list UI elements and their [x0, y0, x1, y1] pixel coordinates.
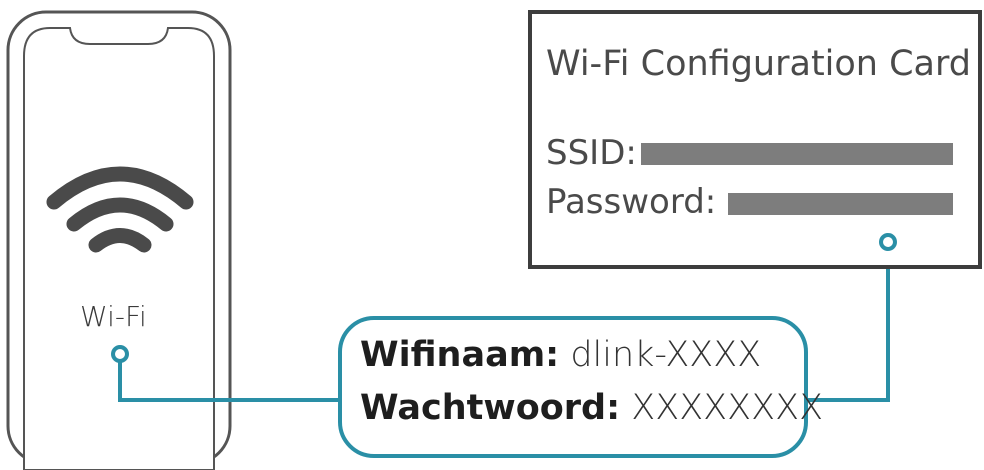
- wifi-name-value: dlink-XXXX: [570, 335, 762, 375]
- card-connector-dot: [879, 233, 897, 251]
- phone-connector-dot: [111, 345, 129, 363]
- wifi-password-row: Wachtwoord: XXXXXXXX: [360, 388, 823, 428]
- wifi-name-key: Wifinaam:: [360, 335, 560, 375]
- phone-screen: [23, 27, 215, 470]
- config-card-frame: [528, 10, 982, 269]
- wifi-name-row: Wifinaam: dlink-XXXX: [360, 335, 761, 375]
- wifi-password-value: XXXXXXXX: [631, 388, 824, 428]
- info-box-frame: [338, 316, 808, 458]
- wifi-icon: [46, 166, 194, 253]
- phone-wifi-label: Wi-Fi: [80, 300, 147, 333]
- box-to-card-connector: [806, 249, 890, 402]
- ssid-redaction-bar: [641, 143, 953, 165]
- card-ssid-label: SSID:: [546, 133, 637, 173]
- card-title: Wi-Fi Configuration Card: [546, 44, 971, 84]
- phone-to-box-connector: [118, 361, 340, 402]
- card-password-label: Password:: [546, 182, 717, 222]
- password-redaction-bar: [728, 193, 953, 215]
- wifi-password-key: Wachtwoord:: [360, 388, 621, 428]
